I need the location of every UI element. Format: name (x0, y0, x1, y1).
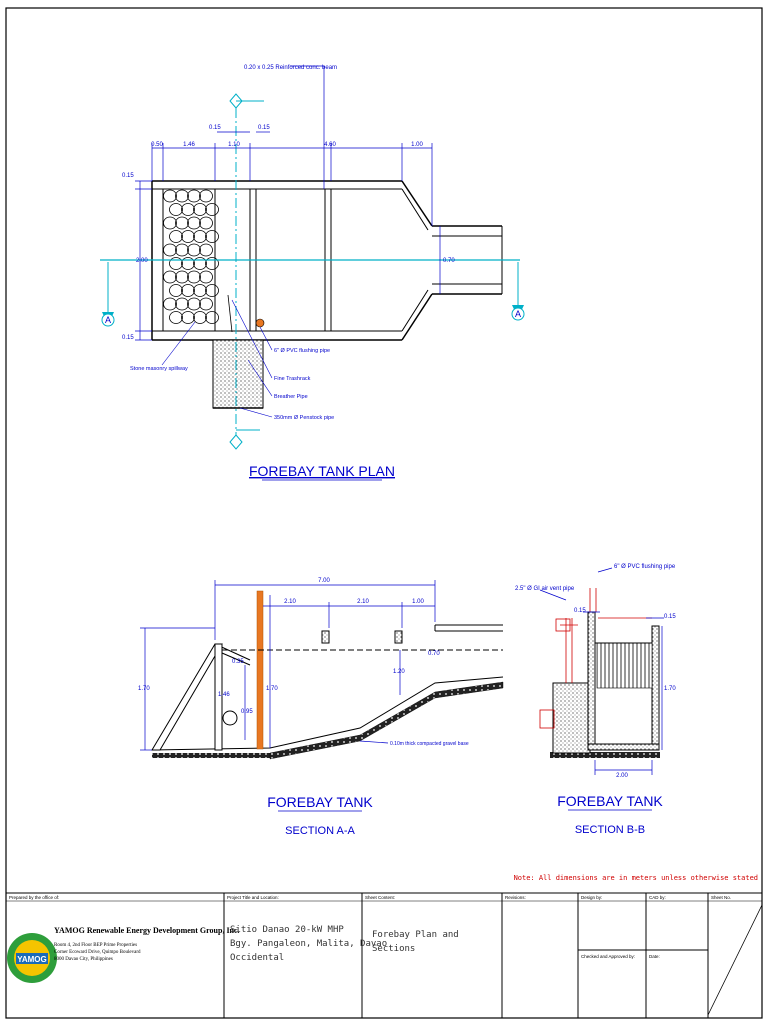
callout-trashrack: Fine Trashrack (274, 376, 311, 382)
dim-2-00: 2.00 (136, 258, 148, 264)
dim-1-46: 1.46 (183, 142, 195, 148)
callout-penstock: 350mm Ø Penstock pipe (274, 415, 334, 421)
flushing-pipe-icon (255, 318, 265, 328)
logo-text: YAMOG (17, 955, 47, 964)
section-label-a-right: A (515, 309, 521, 319)
label-cad-by: CAD by: (649, 895, 666, 900)
callout-breather-pipe: Breather Pipe (274, 394, 308, 400)
bb-dim-2-00: 2.00 (616, 773, 628, 779)
forebay-plan: A A (100, 65, 525, 481)
bb-airvent-callout: 2.5" Ø GI air vent pipe (515, 586, 575, 592)
yamog-logo: YAMOG (7, 933, 57, 983)
section-mark-b-top (229, 93, 264, 109)
bb-dim-0-15-b: 0.15 (664, 614, 676, 620)
address-line-2: Corner Ecoward Drive, Quimpo Boulevard (54, 950, 141, 955)
label-sheet-content: Sheet Content: (365, 895, 395, 900)
company-name: YAMOG Renewable Energy Development Group… (54, 926, 240, 935)
project-line-3: Occidental (230, 953, 284, 963)
dim-0-50: 0.50 (151, 142, 163, 148)
section-label-a-left: A (105, 315, 111, 325)
dim-0-15-left-top: 0.15 (122, 173, 134, 179)
callout-spillway: Stone masonry spillway (130, 366, 188, 372)
dim-0-15-a: 0.15 (209, 125, 221, 131)
dim-0-35: 0.35 (232, 659, 244, 665)
label-sheet-no: Sheet No. (711, 895, 731, 900)
dim-0-95: 0.95 (241, 709, 253, 715)
dim-1-20: 1.20 (393, 669, 405, 675)
bb-dim-0-15-a: 0.15 (574, 608, 586, 614)
label-checked-by: Checked and Approved by: (581, 954, 635, 959)
section-b-b: 6" Ø PVC flushing pipe 2.5" Ø GI air ven… (515, 564, 676, 836)
dim-1-46: 1.46 (218, 692, 230, 698)
beam-note: 0.20 x 0.25 Reinforced conc. beam (244, 65, 337, 71)
section-bb-title: FOREBAY TANK (557, 793, 663, 809)
section-mark-a-left: A (101, 262, 115, 327)
stone-masonry-pattern (163, 189, 219, 324)
section-aa-title: FOREBAY TANK (267, 794, 373, 810)
sheet-border (5, 7, 763, 1019)
gravel-note: 0.10m thick compacted gravel base (390, 741, 469, 747)
dim-2-10-a: 2.10 (284, 599, 296, 605)
dim-0-70: 0.70 (443, 258, 455, 264)
project-line-1: Sitio Danao 20-kW MHP (230, 925, 344, 935)
dim-7-00: 7.00 (318, 578, 330, 584)
flushing-pipe-vertical (256, 590, 264, 750)
title-block: Prepared by the office of: Project Title… (6, 892, 763, 1018)
plan-title: FOREBAY TANK PLAN (249, 463, 395, 479)
bb-dim-1-70: 1.70 (664, 686, 676, 692)
address-line-1: Room 4, 2nd Floor BEP Prime Properties (54, 943, 137, 948)
label-date: Date: (649, 954, 660, 959)
dim-1-00: 1.00 (411, 142, 423, 148)
address-line-3: 8000 Davao City, Philippines (54, 957, 113, 962)
dim-1-70-left: 1.70 (138, 686, 150, 692)
label-revisions: Revisions: (505, 895, 526, 900)
dim-0-15-left-bottom: 0.15 (122, 335, 134, 341)
content-line-1: Forebay Plan and (372, 930, 459, 940)
dim-4-60: 4.60 (324, 142, 336, 148)
dim-1-10: 1.10 (228, 142, 240, 148)
section-mark-b-bottom (229, 429, 260, 450)
label-prepared-by: Prepared by the office of: (9, 895, 59, 900)
bb-flushing-callout: 6" Ø PVC flushing pipe (614, 564, 676, 570)
dim-2-10-b: 2.10 (357, 599, 369, 605)
project-line-2: Bgy. Pangaleon, Malita, Davao (230, 939, 387, 949)
content-line-2: Sections (372, 944, 415, 954)
dim-1-70-mid: 1.70 (266, 686, 278, 692)
section-bb-subtitle: SECTION B-B (575, 824, 645, 836)
section-aa-subtitle: SECTION A-A (285, 825, 355, 837)
dimensions-note: Note: All dimensions are in meters unles… (514, 874, 758, 882)
section-mark-a-right: A (511, 262, 525, 321)
dim-0-15-b: 0.15 (258, 125, 270, 131)
section-a-a: 7.00 2.10 2.10 1.00 1.70 0.35 1.46 1.70 … (138, 578, 504, 837)
callout-flushing-pipe: 6" Ø PVC flushing pipe (274, 348, 330, 354)
dim-1-00-aa: 1.00 (412, 599, 424, 605)
dim-0-70-aa: 0.70 (428, 651, 440, 657)
label-project: Project Title and Location: (227, 895, 279, 900)
label-design-by: Design by: (581, 895, 602, 900)
